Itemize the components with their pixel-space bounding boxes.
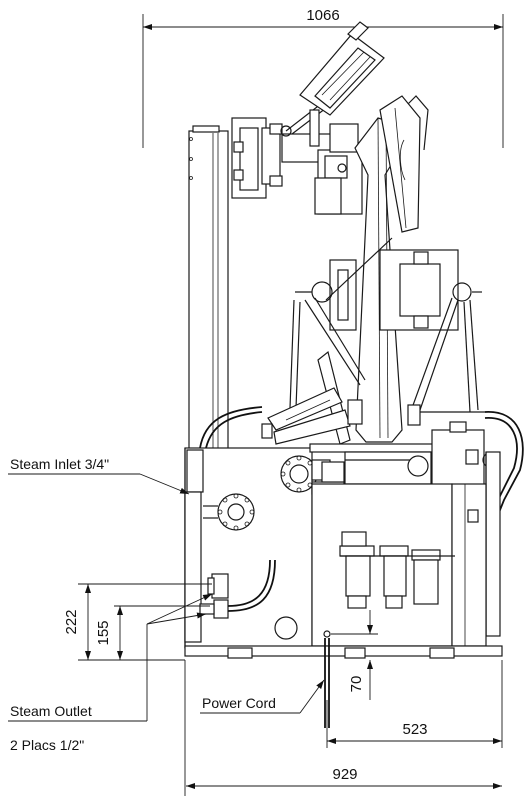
callout-steam-outlet: Steam Outlet 2 Placs 1/2" (8, 593, 213, 753)
steam-inlet-label: Steam Inlet 3/4" (10, 456, 109, 472)
tension-struts (289, 237, 479, 413)
base-housing (184, 421, 503, 728)
dimension-70-label: 70 (348, 676, 365, 693)
central-mechanism (314, 123, 363, 215)
dimension-929-label: 929 (332, 766, 357, 783)
hand-lever (261, 350, 421, 445)
dimension-1066-label: 1066 (306, 7, 339, 24)
dimension-cord-offset: 70 (331, 610, 378, 700)
steam-hoses (199, 406, 524, 521)
dimension-523-label: 523 (402, 721, 427, 738)
steam-outlet-qty-label: 2 Placs 1/2" (10, 737, 84, 753)
dimension-base-width: 929 (184, 660, 502, 796)
mid-support-frame (295, 249, 482, 331)
dimension-overall-width: 1066 (142, 7, 504, 148)
dimension-left-verticals: 222 155 (63, 583, 212, 661)
dimension-cord-to-edge: 523 (326, 660, 503, 748)
dimension-222-label: 222 (63, 609, 80, 634)
callout-power-cord: Power Cord (200, 679, 325, 714)
ironing-buck (354, 95, 429, 443)
power-cord-label: Power Cord (202, 695, 276, 711)
dimension-155-label: 155 (95, 620, 112, 645)
steam-outlet-label: Steam Outlet (10, 703, 92, 719)
callout-steam-inlet: Steam Inlet 3/4" (8, 456, 190, 495)
left-column-frame (188, 125, 229, 452)
upper-tilted-arm (299, 21, 385, 116)
